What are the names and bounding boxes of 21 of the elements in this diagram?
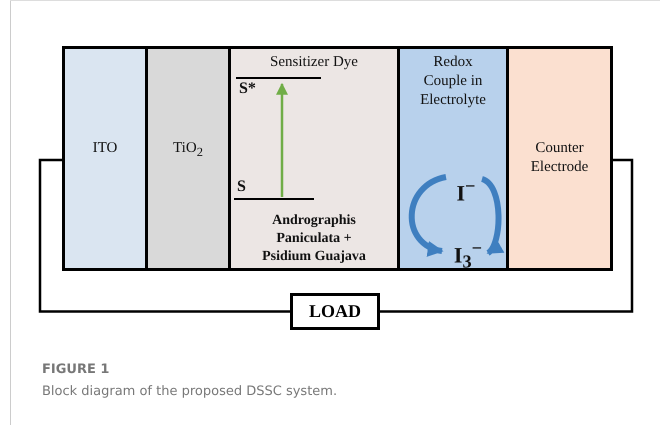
dye-source-label: Andrographis Paniculata + Psidium Guajava — [261, 212, 367, 266]
figure-caption: Block diagram of the proposed DSSC system. — [42, 384, 338, 399]
figure-number: FIGURE 1 — [42, 362, 110, 377]
arrow — [276, 82, 288, 197]
energy-level: S* — [236, 77, 321, 101]
layer-label: ITO — [92, 139, 118, 158]
layer-label: Redox Couple in Electrolyte — [419, 53, 487, 110]
arrow — [408, 174, 447, 255]
layer-panel — [146, 47, 230, 270]
layer-panel — [229, 47, 399, 270]
layer-label: Sensitizer Dye — [269, 53, 359, 72]
layer-panel — [507, 47, 612, 270]
layer-panel — [63, 47, 147, 270]
energy-level: S — [234, 177, 314, 200]
wire — [38, 158, 290, 313]
layer-label: Counter Electrode — [530, 139, 590, 177]
wire — [380, 158, 634, 313]
load-box: LOAD — [290, 293, 380, 330]
ion-label: I$^{−}$ — [450, 169, 482, 205]
layer-panel — [398, 47, 508, 270]
layer-label: TiO$_{2}$ — [172, 139, 204, 161]
